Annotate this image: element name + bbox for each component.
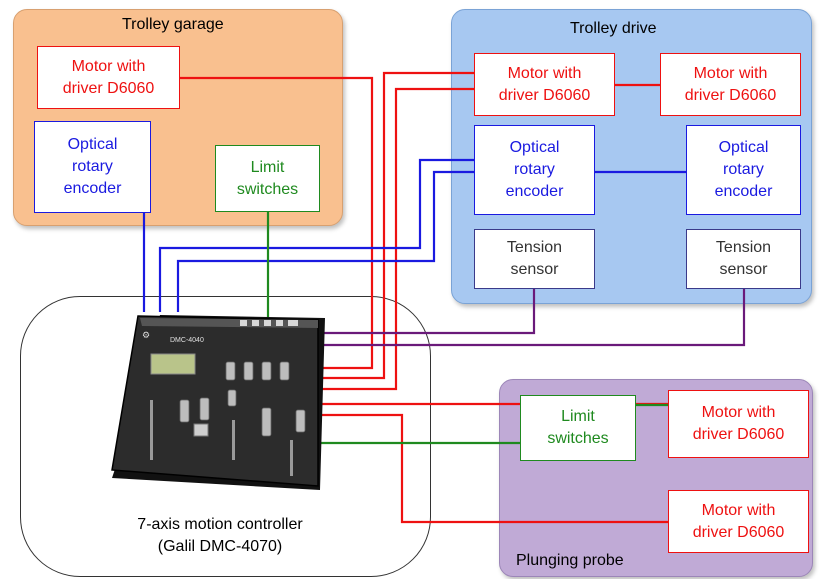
controller-device-label: DMC-4040: [170, 337, 204, 344]
drive-encoder-2-box: Optical rotary encoder: [686, 125, 801, 215]
db-connector: [261, 407, 272, 437]
garage-limit-label: Limit switches: [236, 158, 299, 198]
probe-motor-2-wire: [320, 413, 668, 524]
db-connector: [227, 389, 237, 407]
top-connector: [288, 320, 298, 326]
drive-motor-2-box: Motor with driver D6060: [660, 53, 801, 116]
controller-outline: [20, 296, 431, 577]
top-connector: [276, 320, 283, 326]
plunging-probe-title: Plunging probe: [516, 552, 624, 569]
controller-device: DMC-4040 ⚙: [111, 315, 325, 490]
probe-limit-label: Limit switches: [547, 408, 609, 447]
tension-1-wire: [320, 289, 536, 335]
controller-db-connectors: [179, 361, 306, 437]
probe-limit-switches-box: Limit switches: [520, 395, 636, 461]
db-connector: [179, 399, 190, 423]
probe-motor-2-label: Motor with driver D6060: [692, 501, 785, 541]
drive-motor-2-label: Motor with driver D6060: [684, 64, 777, 104]
tension-2-wire: [320, 289, 746, 347]
drive-tension-2-label: Tension sensor: [715, 239, 772, 278]
controller-top-connectors: [240, 320, 298, 326]
controller-top-face: [140, 318, 318, 328]
top-connector: [252, 320, 259, 326]
garage-limit-switches-box: Limit switches: [215, 145, 320, 212]
drive-tension-sensor-2-box: Tension sensor: [686, 229, 801, 289]
drive-encoder-1-wire-b: [176, 170, 474, 312]
controller-caption-line2: (Galil DMC-4070): [157, 538, 283, 555]
top-connector: [264, 320, 271, 326]
controller-terminal-dots: [150, 400, 293, 476]
drive-motor-1-wire: [320, 71, 474, 380]
drive-tension-1-label: Tension sensor: [506, 239, 563, 278]
drive-motor-bus-wire: [320, 87, 474, 391]
drive-encoder-1-wire-a: [158, 158, 474, 312]
probe-motor-2-box: Motor with driver D6060: [668, 490, 809, 553]
drive-motor-1-label: Motor with driver D6060: [498, 64, 591, 104]
probe-motor-1-label: Motor with driver D6060: [692, 404, 785, 443]
controller-lcd-display: [150, 353, 196, 375]
terminal-dot: [150, 400, 153, 460]
db-connector: [279, 361, 290, 381]
terminal-dot: [290, 440, 293, 476]
controller-caption: 7-axis motion controller (Galil DMC-4070…: [60, 514, 380, 558]
garage-motor-box: Motor with driver D6060: [37, 46, 180, 109]
garage-motor-wire: [180, 76, 374, 370]
drive-motor-1-box: Motor with driver D6060: [474, 53, 615, 116]
controller-ethernet-port: [193, 423, 209, 437]
drive-tension-sensor-1-box: Tension sensor: [474, 229, 595, 289]
controller-logo-icon: ⚙: [142, 331, 150, 341]
encoder-wires: [142, 158, 686, 312]
trolley-garage-title: Trolley garage: [122, 16, 224, 33]
drive-encoder-1-label: Optical rotary encoder: [505, 139, 564, 200]
garage-encoder-box: Optical rotary encoder: [34, 121, 151, 213]
controller-chassis: [111, 315, 319, 487]
terminal-dot: [232, 420, 235, 460]
drive-encoder-1-box: Optical rotary encoder: [474, 125, 595, 215]
probe-motor-1-box: Motor with driver D6060: [668, 390, 809, 458]
db-connector: [225, 361, 236, 381]
top-connector: [240, 320, 247, 326]
garage-motor-label: Motor with driver D6060: [62, 57, 155, 97]
limit-wires: [266, 212, 668, 445]
db-connector: [295, 409, 306, 433]
garage-encoder-label: Optical rotary encoder: [63, 136, 122, 197]
controller-caption-line1: 7-axis motion controller: [137, 516, 303, 533]
drive-encoder-2-label: Optical rotary encoder: [714, 139, 773, 200]
db-connector: [199, 397, 210, 421]
tension-wires: [320, 289, 746, 347]
db-connector: [243, 361, 254, 381]
trolley-drive-title: Trolley drive: [570, 20, 657, 37]
db-connector: [261, 361, 272, 381]
